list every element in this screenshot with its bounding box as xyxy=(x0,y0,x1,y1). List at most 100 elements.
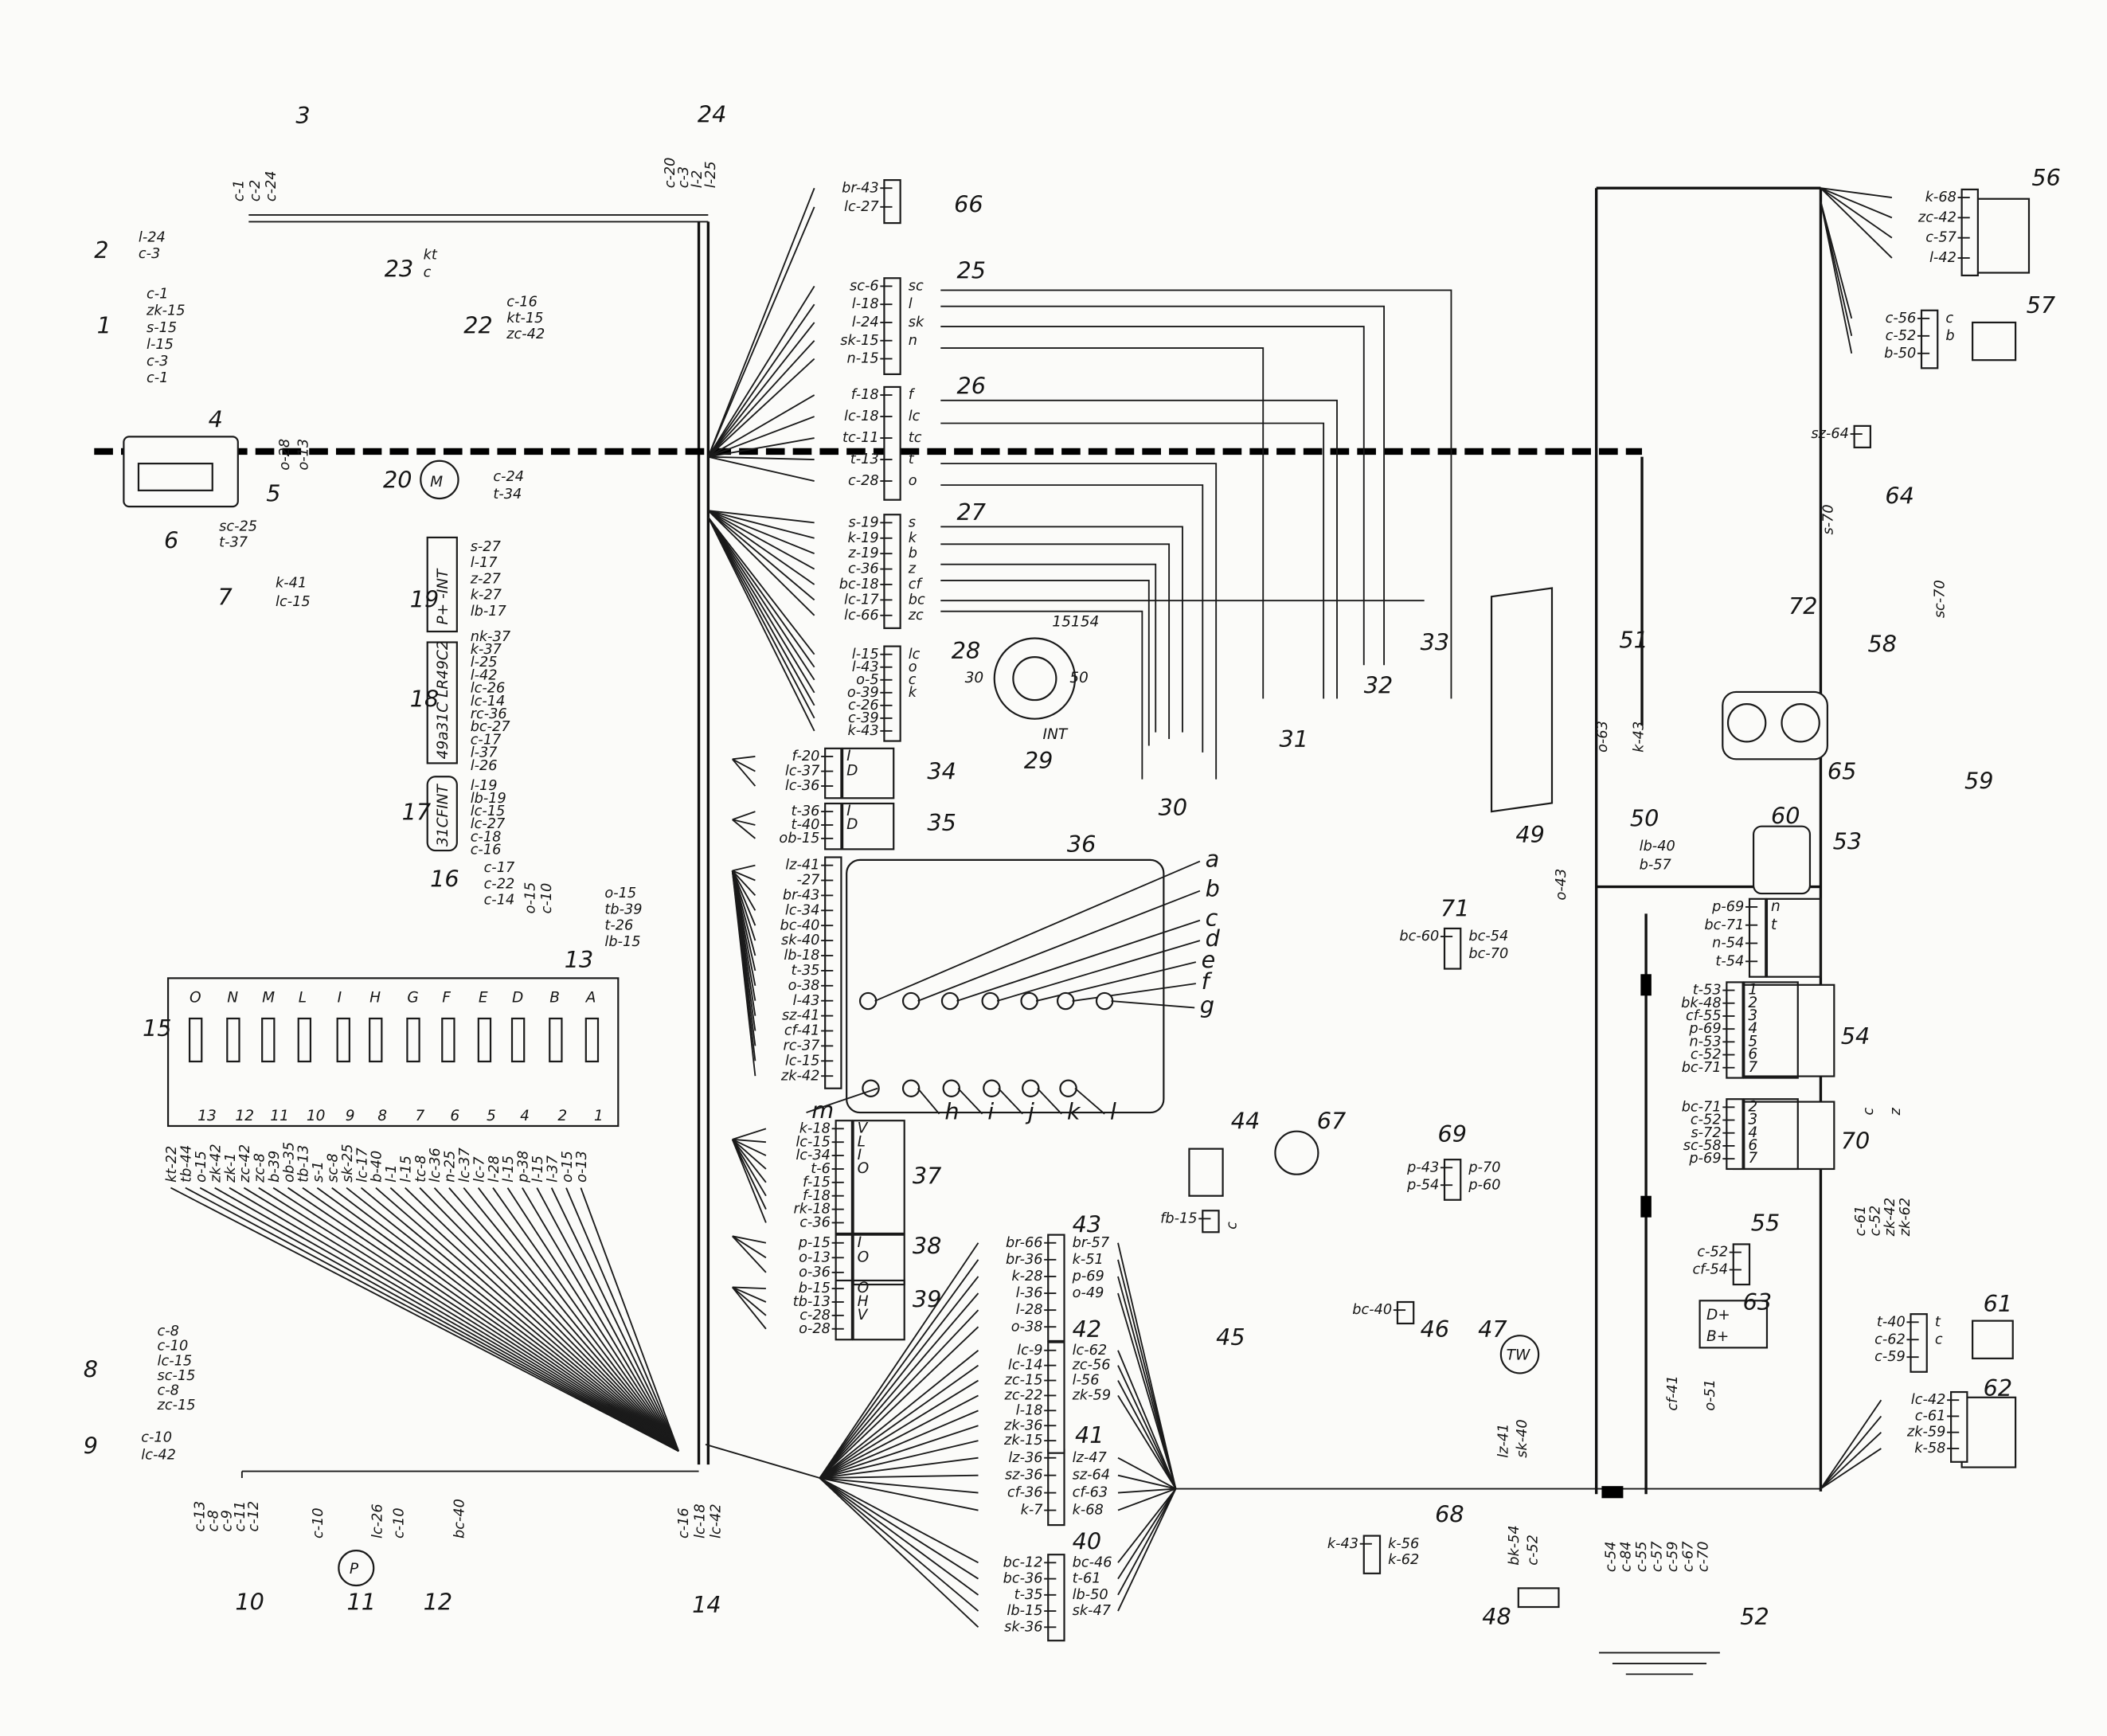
component-number-51: 51 xyxy=(1619,626,1648,653)
wire-label: cf-54 xyxy=(1692,1262,1728,1278)
wire xyxy=(1117,1488,1177,1612)
wire xyxy=(707,394,815,458)
connector-26 xyxy=(883,385,901,501)
wire-label: c-62 xyxy=(1874,1331,1906,1347)
wire-label: o-15 xyxy=(194,1151,209,1183)
fuse-box xyxy=(166,977,620,1128)
wire xyxy=(707,517,815,706)
wire xyxy=(1117,1474,1176,1490)
wire xyxy=(732,1235,767,1259)
wire-label: b-39 xyxy=(267,1151,283,1183)
wire-label: tb-13 xyxy=(296,1145,312,1183)
wire xyxy=(707,517,815,719)
component-number-19: 19 xyxy=(410,586,439,613)
component-number-25: 25 xyxy=(957,256,986,283)
pin-label: 4 xyxy=(1748,1124,1757,1141)
wire xyxy=(185,1187,679,1453)
wire xyxy=(287,1187,679,1453)
leader-line xyxy=(998,1088,1023,1115)
wire xyxy=(731,1139,767,1210)
pin-label: D xyxy=(846,816,858,833)
wire xyxy=(707,517,815,681)
panel-18-label: 49a31C LR49C2 xyxy=(435,640,452,759)
wire xyxy=(707,510,815,585)
wire-label: c-8 xyxy=(205,1510,221,1531)
wire-label: lb-15 xyxy=(604,934,640,950)
wire-label: sk-25 xyxy=(340,1144,356,1182)
wire xyxy=(732,1138,766,1144)
wire-label: c-12 xyxy=(246,1501,262,1532)
wire xyxy=(550,1187,680,1452)
wire-label: c-13 xyxy=(193,1501,209,1532)
wire-label: lc-15 xyxy=(276,594,311,610)
wire-label: lc-27 xyxy=(844,199,879,215)
wire xyxy=(732,1235,767,1273)
wire-label: c-57 xyxy=(1650,1541,1666,1572)
wire-label: zk-42 xyxy=(1882,1198,1898,1237)
wire xyxy=(1820,187,1893,219)
fuse-icon xyxy=(226,1017,240,1063)
wire-label: sz-64 xyxy=(1811,426,1848,442)
fuse-letter: G xyxy=(407,990,418,1007)
pin-label: 3 xyxy=(1748,1007,1757,1024)
leader-line xyxy=(956,919,1201,1002)
wire-label: lc-26 xyxy=(369,1503,385,1539)
wire xyxy=(819,1292,979,1479)
pin-label: 6 xyxy=(1748,1137,1757,1154)
wire xyxy=(732,1286,766,1290)
warning-lamp-icon xyxy=(1056,991,1075,1011)
wire-label: o-28 xyxy=(799,1321,831,1337)
connector-42 xyxy=(1047,1341,1065,1454)
fuse-number: 10 xyxy=(307,1108,326,1124)
wire xyxy=(1117,1380,1177,1489)
terminal-50: 50 xyxy=(1069,670,1089,686)
wire-label: p-54 xyxy=(1406,1177,1439,1193)
wire xyxy=(731,870,756,926)
wire xyxy=(732,870,756,882)
wire-label: nk-37 xyxy=(471,629,511,645)
wire-label: lb-17 xyxy=(471,604,507,620)
fuse-number: 5 xyxy=(487,1108,496,1124)
wire xyxy=(732,1128,767,1140)
warning-lamp-icon xyxy=(983,1079,1001,1097)
wire-label: lc-14 xyxy=(471,694,506,710)
wire-label: p-69 xyxy=(1711,899,1744,915)
wire-label: l-15 xyxy=(501,1155,517,1183)
wire-label: zc-42 xyxy=(1917,209,1956,225)
wire-label: bc-27 xyxy=(471,719,511,735)
wire xyxy=(732,1235,767,1244)
fuse-icon xyxy=(510,1017,526,1063)
wire xyxy=(819,1309,979,1479)
wire-label: l-19 xyxy=(471,778,498,794)
wire-label: k-68 xyxy=(1073,1503,1104,1519)
wire-label: zc-22 xyxy=(1004,1387,1043,1403)
fuse-icon xyxy=(549,1017,563,1063)
wire-label: lc-66 xyxy=(844,608,879,624)
pin-label: 4 xyxy=(1748,1020,1757,1037)
connector-27 xyxy=(883,514,901,629)
wire xyxy=(707,187,815,458)
wire-label: bc-18 xyxy=(839,577,879,592)
wire-label: p-60 xyxy=(1468,1177,1500,1193)
wire-label: z xyxy=(1888,1107,1904,1116)
wire-label: zc xyxy=(908,608,924,624)
component-number-67: 67 xyxy=(1317,1107,1346,1134)
wire-label: lc-42 xyxy=(1911,1392,1946,1408)
component-number-8: 8 xyxy=(84,1355,98,1382)
wire-label: lc-18 xyxy=(844,409,879,424)
wire-label: t-35 xyxy=(1014,1587,1043,1603)
wire-label: c-1 xyxy=(147,370,168,386)
pin-label: V xyxy=(858,1120,869,1136)
warning-lamp-panel xyxy=(846,858,1165,1114)
pin-label: H xyxy=(858,1293,869,1310)
wire-label: c-84 xyxy=(1619,1541,1635,1572)
gauge-left xyxy=(1726,703,1767,743)
wire-label: zk-15 xyxy=(1003,1433,1042,1449)
component-number-3: 3 xyxy=(295,102,310,129)
wire xyxy=(819,1477,979,1580)
fuse-letter: M xyxy=(262,990,275,1007)
wire-label: l-43 xyxy=(793,993,820,1009)
wire-label: b-15 xyxy=(799,1280,831,1296)
component-number-34: 34 xyxy=(927,758,956,785)
wire-label: bc-71 xyxy=(1682,1099,1722,1115)
